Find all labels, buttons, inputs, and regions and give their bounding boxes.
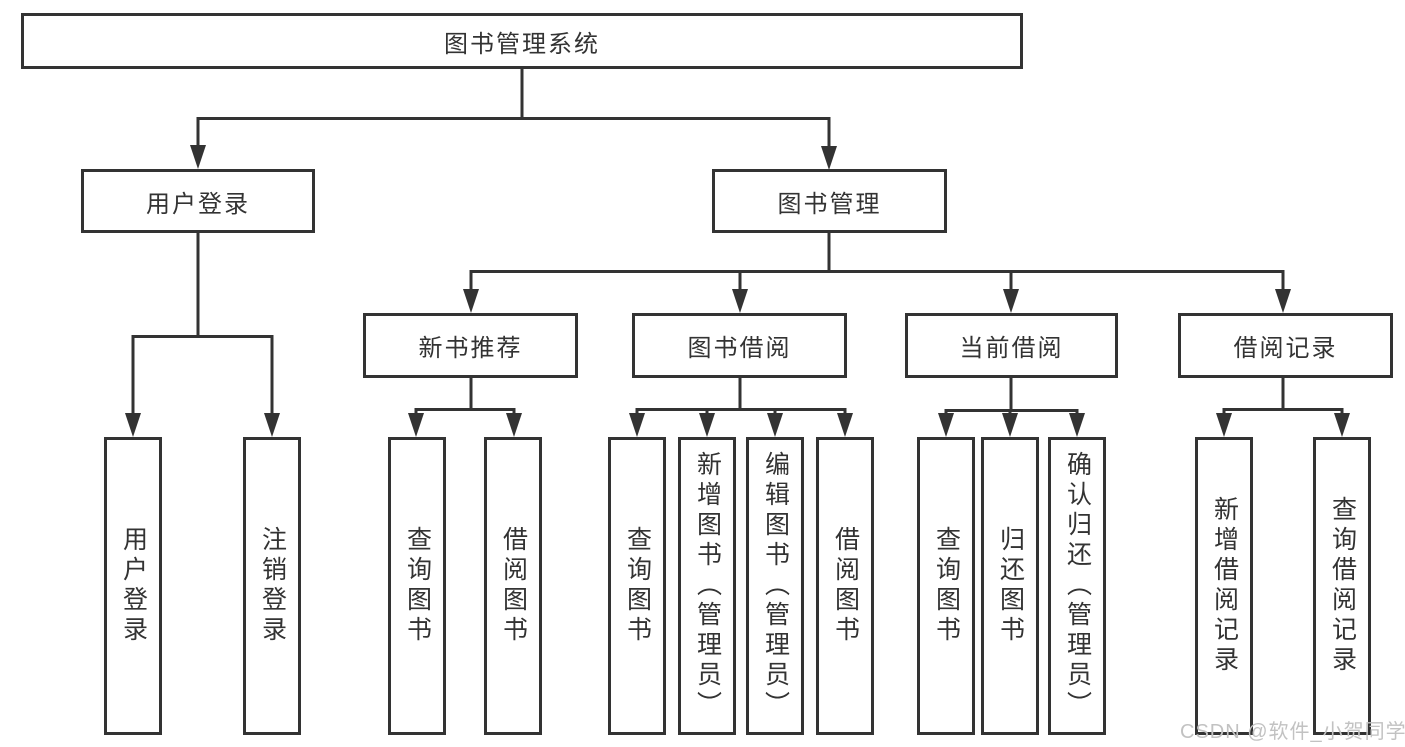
leaf-add-borrow-record: 新增借阅记录 xyxy=(1195,437,1253,735)
leaf-borrow-books: 借阅图书 xyxy=(484,437,542,735)
node-label: 图书管理系统 xyxy=(444,30,600,58)
leaf-label: 查询借阅记录 xyxy=(1328,496,1357,676)
leaf-query-books: 查询图书 xyxy=(917,437,975,735)
arrowhead-icon xyxy=(125,145,1350,437)
leaf-label: 查询图书 xyxy=(623,526,652,646)
leaf-label: 编辑图书（管理员） xyxy=(761,451,790,721)
csdn-watermark: CSDN @软件_小贺同学 xyxy=(1180,721,1405,743)
leaf-edit-books-admin: 编辑图书（管理员） xyxy=(746,437,804,735)
node-label: 图书借阅 xyxy=(687,335,792,362)
node-label: 图书管理 xyxy=(777,190,882,218)
leaf-return-books: 归还图书 xyxy=(981,437,1039,735)
leaf-add-books-admin: 新增图书（管理员） xyxy=(678,437,736,735)
leaf-label: 注销登录 xyxy=(258,526,287,646)
node-label: 新书推荐 xyxy=(418,335,523,362)
leaf-label: 确认归还（管理员） xyxy=(1063,451,1092,721)
leaf-user-login: 用户登录 xyxy=(104,437,162,735)
leaf-label: 借阅图书 xyxy=(499,526,528,646)
node-book-management: 图书管理 xyxy=(712,169,947,233)
node-label: 借阅记录 xyxy=(1233,335,1338,362)
node-new-book-recommendation: 新书推荐 xyxy=(363,313,578,378)
leaf-label: 归还图书 xyxy=(996,526,1025,646)
leaf-label: 用户登录 xyxy=(119,526,148,646)
node-label: 用户登录 xyxy=(146,190,250,218)
leaf-query-books: 查询图书 xyxy=(608,437,666,735)
node-current-borrowing: 当前借阅 xyxy=(905,313,1118,378)
node-borrowing-records: 借阅记录 xyxy=(1178,313,1393,378)
node-user-login: 用户登录 xyxy=(81,169,315,233)
leaf-confirm-return-admin: 确认归还（管理员） xyxy=(1048,437,1106,735)
leaf-label: 查询图书 xyxy=(932,526,961,646)
node-library-management-system: 图书管理系统 xyxy=(21,13,1023,69)
node-label: 当前借阅 xyxy=(959,335,1064,362)
leaf-query-books: 查询图书 xyxy=(388,437,446,735)
leaf-label: 借阅图书 xyxy=(831,526,860,646)
leaf-label: 新增图书（管理员） xyxy=(693,451,722,721)
node-book-borrowing: 图书借阅 xyxy=(632,313,847,378)
leaf-label: 查询图书 xyxy=(403,526,432,646)
leaf-query-borrow-record: 查询借阅记录 xyxy=(1313,437,1371,735)
leaf-label: 新增借阅记录 xyxy=(1210,496,1239,676)
leaf-logout: 注销登录 xyxy=(243,437,301,735)
leaf-borrow-books: 借阅图书 xyxy=(816,437,874,735)
